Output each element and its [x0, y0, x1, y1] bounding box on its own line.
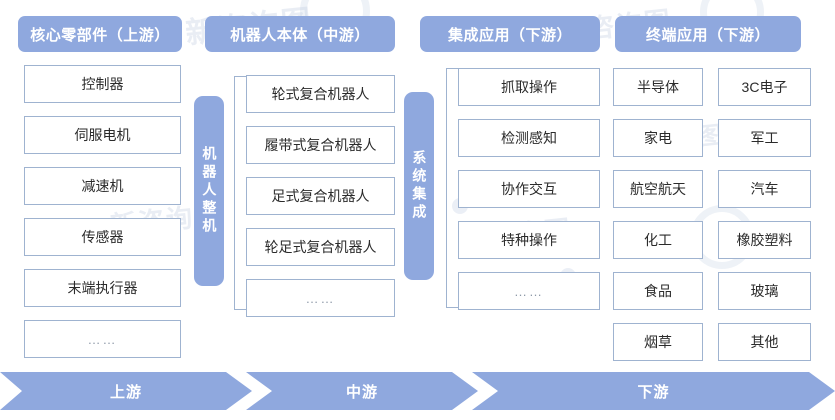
section-header-terminal-application: 终端应用（下游）: [615, 16, 801, 52]
item-box-core-0[interactable]: 控制器: [24, 65, 181, 103]
item-box-core-2[interactable]: 减速机: [24, 167, 181, 205]
vertical-label-system-integration: 系统集成: [404, 92, 434, 280]
item-box-terminal-left-2[interactable]: 航空航天: [613, 170, 703, 208]
flow-stage-downstream: 下游: [472, 372, 835, 410]
item-box-terminal-right-0[interactable]: 3C电子: [718, 68, 811, 106]
item-box-robot-1[interactable]: 履带式复合机器人: [246, 126, 395, 164]
item-box-integration-0[interactable]: 抓取操作: [458, 68, 600, 106]
bracket-integrated-application: [446, 68, 459, 308]
item-box-integration-3[interactable]: 特种操作: [458, 221, 600, 259]
item-box-core-3[interactable]: 传感器: [24, 218, 181, 256]
flow-stage-midstream: 中游: [246, 372, 478, 410]
item-box-robot-3[interactable]: 轮足式复合机器人: [246, 228, 395, 266]
item-box-terminal-left-5[interactable]: 烟草: [613, 323, 703, 361]
item-box-integration-1[interactable]: 检测感知: [458, 119, 600, 157]
item-box-integration-2[interactable]: 协作交互: [458, 170, 600, 208]
section-header-robot-body: 机器人本体（中游）: [205, 16, 395, 52]
item-box-robot-4[interactable]: ……: [246, 279, 395, 317]
flow-ribbon: 上游 中游 下游: [0, 372, 835, 410]
bracket-robot-body: [234, 76, 247, 310]
item-box-robot-0[interactable]: 轮式复合机器人: [246, 75, 395, 113]
section-header-integrated-application: 集成应用（下游）: [420, 16, 600, 52]
vertical-label-robot-whole-machine: 机器人整机: [194, 96, 224, 286]
flow-stage-upstream: 上游: [0, 372, 252, 410]
item-box-terminal-right-3[interactable]: 橡胶塑料: [718, 221, 811, 259]
item-box-terminal-left-0[interactable]: 半导体: [613, 68, 703, 106]
item-box-terminal-right-2[interactable]: 汽车: [718, 170, 811, 208]
item-box-core-4[interactable]: 末端执行器: [24, 269, 181, 307]
section-header-core-components: 核心零部件（上游）: [18, 16, 182, 52]
item-box-terminal-left-1[interactable]: 家电: [613, 119, 703, 157]
item-box-terminal-right-1[interactable]: 军工: [718, 119, 811, 157]
vertical-label-text: 系统集成: [411, 150, 428, 222]
item-box-core-5[interactable]: ……: [24, 320, 181, 358]
item-box-terminal-left-4[interactable]: 食品: [613, 272, 703, 310]
item-box-terminal-left-3[interactable]: 化工: [613, 221, 703, 259]
vertical-label-text: 机器人整机: [201, 146, 218, 236]
item-box-terminal-right-5[interactable]: 其他: [718, 323, 811, 361]
item-box-robot-2[interactable]: 足式复合机器人: [246, 177, 395, 215]
item-box-integration-4[interactable]: ……: [458, 272, 600, 310]
item-box-core-1[interactable]: 伺服电机: [24, 116, 181, 154]
item-box-terminal-right-4[interactable]: 玻璃: [718, 272, 811, 310]
